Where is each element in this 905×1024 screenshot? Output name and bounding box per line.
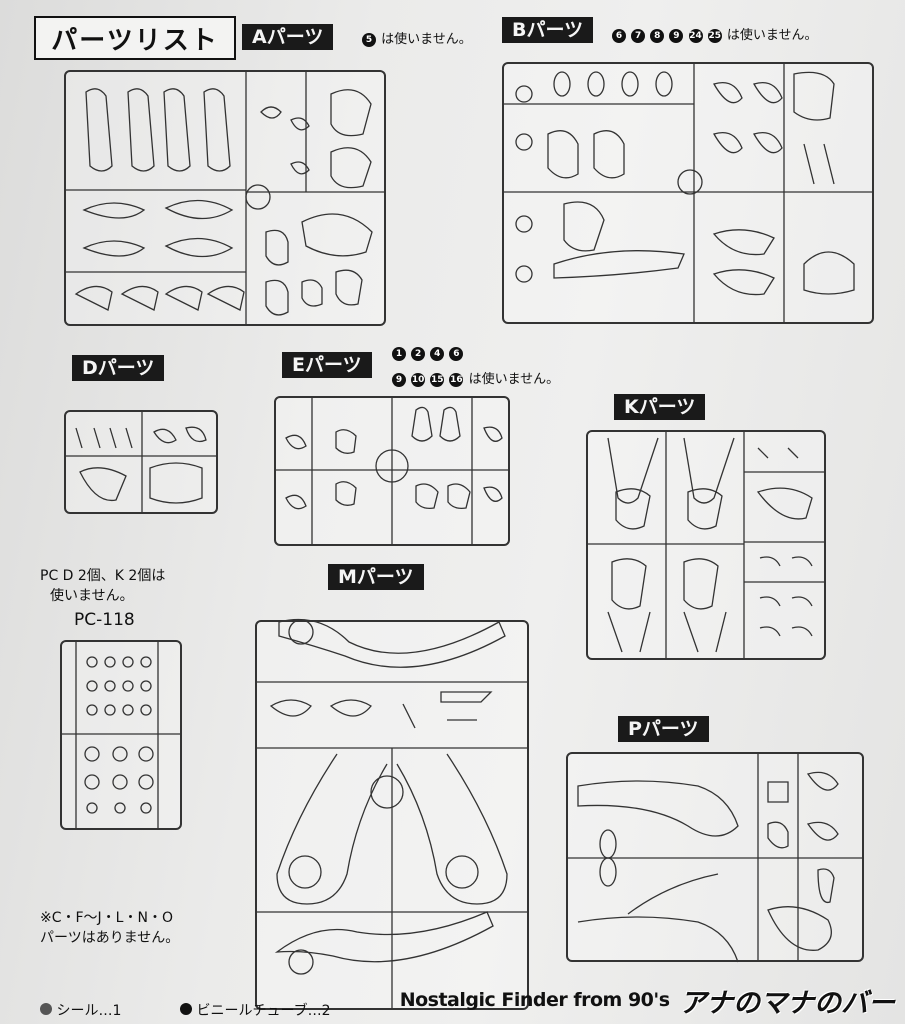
page-title: パーツリスト (34, 16, 236, 60)
runner-a-drawing (66, 72, 384, 324)
seal-count-text: シール…1 (56, 1003, 122, 1019)
runner-b-drawing (504, 64, 872, 322)
runner-m (255, 618, 529, 1010)
pc-title: PC-118 (74, 610, 135, 630)
tube-count: ビニールチューブ…2 (180, 1000, 331, 1020)
section-label-d: Dパーツ (72, 355, 165, 381)
note-a: 5 は使いません。 (362, 28, 472, 47)
seal-icon (40, 1003, 52, 1015)
section-label-e: Eパーツ (282, 352, 372, 378)
runner-p (566, 752, 864, 963)
note-e-text: は使いません。 (468, 372, 560, 387)
pc-unused-note-line2: 使いません。 (50, 588, 134, 604)
pc-unused-note: PC D 2個、K 2個は 使いません。 (40, 566, 165, 606)
note-e-num: 16 (449, 372, 464, 387)
runner-d (64, 410, 218, 514)
note-b-num: 6 (612, 28, 626, 43)
section-label-b: Bパーツ (502, 17, 594, 43)
section-label-m: Mパーツ (328, 564, 424, 590)
note-e-line1: 1 2 4 6 (392, 346, 464, 361)
note-e-num: 2 (411, 346, 426, 361)
note-e-num: 15 (430, 372, 445, 387)
tube-icon (180, 1003, 192, 1015)
runner-a (64, 70, 386, 326)
watermark-banner: Nostalgic Finder from 90's アナのマナのバー (399, 982, 895, 1019)
runner-m-drawing (257, 618, 527, 1008)
note-e-num: 10 (411, 372, 426, 387)
watermark-logo-jp: アナのマナのバー (679, 987, 895, 1019)
runner-k-drawing (588, 432, 824, 658)
runner-e (274, 396, 510, 546)
tube-count-text: ビニールチューブ…2 (196, 1003, 331, 1019)
runner-e-drawing (276, 398, 508, 544)
note-e-num: 6 (449, 346, 464, 361)
runner-p-drawing (568, 754, 862, 963)
section-label-k: Kパーツ (614, 394, 706, 420)
page-title-text: パーツリスト (51, 25, 219, 56)
note-b-num: 9 (669, 28, 684, 43)
note-b-num: 25 (707, 28, 722, 43)
seal-count: シール…1 (40, 1000, 121, 1020)
note-b-text: は使いません。 (726, 28, 818, 43)
note-e-line2: 9 10 15 16 は使いません。 (392, 368, 559, 387)
runner-pc-118 (60, 640, 182, 830)
absent-parts-note: ※C・F〜J・L・N・O パーツはありません。 (40, 908, 179, 948)
section-label-p: Pパーツ (618, 716, 709, 742)
note-b-num: 8 (650, 28, 665, 43)
note-b-num: 7 (631, 28, 646, 43)
runner-pc-118-drawing (62, 642, 180, 828)
absent-parts-note-line1: ※C・F〜J・L・N・O (40, 910, 173, 926)
note-e-num: 1 (392, 346, 406, 361)
runner-d-drawing (66, 412, 216, 512)
watermark-text-en: Nostalgic Finder from 90's (399, 989, 670, 1011)
absent-parts-note-line2: パーツはありません。 (40, 930, 180, 946)
note-e-num: 9 (392, 372, 406, 387)
pc-unused-note-line1: PC D 2個、K 2個は (40, 568, 166, 584)
note-b: 6 7 8 9 24 25 は使いません。 (612, 24, 817, 43)
note-a-text: は使いません。 (381, 32, 472, 47)
note-b-num: 24 (688, 28, 703, 43)
note-e-num: 4 (430, 346, 445, 361)
section-label-a: Aパーツ (242, 24, 334, 50)
runner-k (586, 430, 826, 660)
note-a-num: 5 (362, 32, 376, 47)
runner-b (502, 62, 874, 324)
